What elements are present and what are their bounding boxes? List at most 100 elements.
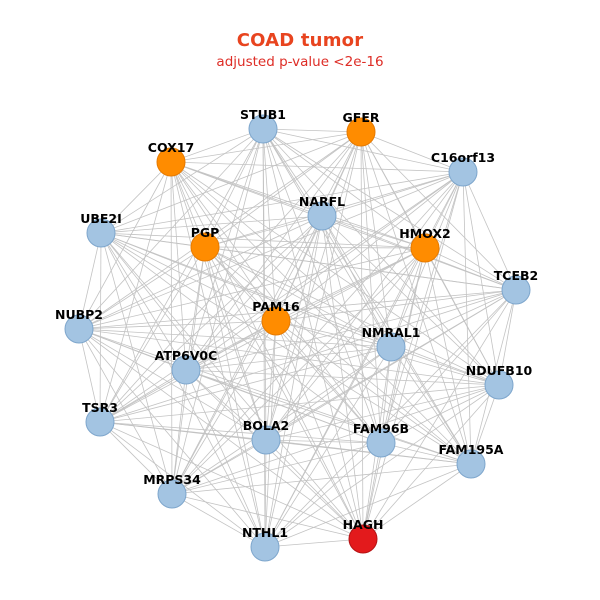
node-label-TCEB2: TCEB2 <box>494 268 538 283</box>
edge-ATP6V0C-FAM96B <box>185 369 382 444</box>
edge-FAM195A-MRPS34 <box>171 463 472 495</box>
edge-GFER-TSR3 <box>99 131 362 423</box>
node-label-PGP: PGP <box>191 225 220 240</box>
edge-C16orf13-BOLA2 <box>265 171 464 441</box>
edge-STUB1-FAM195A <box>262 128 472 465</box>
edge-NUBP2-TSR3 <box>78 328 101 423</box>
edge-FAM96B-HAGH <box>362 442 382 540</box>
edge-STUB1-PAM16 <box>262 128 277 322</box>
edge-NUBP2-NTHL1 <box>78 328 266 548</box>
edge-GFER-C16orf13 <box>360 131 464 173</box>
edge-TCEB2-ATP6V0C <box>185 289 517 371</box>
edge-ATP6V0C-MRPS34 <box>171 369 187 495</box>
edge-NDUFB10-FAM96B <box>380 384 500 444</box>
edge-NUBP2-PAM16 <box>78 320 277 330</box>
node-COX17 <box>156 147 186 177</box>
edge-NARFL-NTHL1 <box>264 215 323 548</box>
edge-GFER-NUBP2 <box>78 131 362 330</box>
node-label-HMOX2: HMOX2 <box>399 226 450 241</box>
edge-PGP-HMOX2 <box>204 246 426 249</box>
node-label-FAM96B: FAM96B <box>353 421 409 436</box>
edge-COX17-HMOX2 <box>170 161 426 249</box>
node-TSR3 <box>85 407 115 437</box>
edge-GFER-FAM96B <box>360 131 382 444</box>
edge-ATP6V0C-FAM195A <box>185 369 472 465</box>
edge-TSR3-HAGH <box>99 421 364 540</box>
edge-STUB1-NTHL1 <box>262 128 266 548</box>
edge-BOLA2-MRPS34 <box>171 439 267 495</box>
edge-MRPS34-NTHL1 <box>171 493 266 548</box>
edge-TCEB2-MRPS34 <box>171 289 517 495</box>
edge-NTHL1-HAGH <box>264 538 364 548</box>
edge-NARFL-HMOX2 <box>321 215 426 249</box>
node-PAM16 <box>261 306 291 336</box>
node-STUB1 <box>248 114 278 144</box>
edge-GFER-ATP6V0C <box>185 131 362 371</box>
edge-NARFL-UBE2I <box>100 215 323 234</box>
edge-STUB1-FAM96B <box>262 128 382 444</box>
node-label-C16orf13: C16orf13 <box>431 150 495 165</box>
edge-UBE2I-ATP6V0C <box>100 232 187 371</box>
edge-STUB1-TSR3 <box>99 128 264 423</box>
edge-C16orf13-PAM16 <box>275 171 464 322</box>
edge-NARFL-TSR3 <box>99 215 323 423</box>
node-label-HAGH: HAGH <box>343 517 384 532</box>
edge-NUBP2-NMRAL1 <box>78 328 392 348</box>
edge-NUBP2-HAGH <box>78 328 364 540</box>
node-label-STUB1: STUB1 <box>240 107 286 122</box>
edge-PGP-NMRAL1 <box>204 246 392 348</box>
edge-PAM16-MRPS34 <box>171 320 277 495</box>
node-label-PAM16: PAM16 <box>252 299 300 314</box>
edge-UBE2I-NTHL1 <box>100 232 266 548</box>
edge-GFER-COX17 <box>170 131 362 163</box>
edge-ATP6V0C-NTHL1 <box>185 369 266 548</box>
edge-NMRAL1-TSR3 <box>99 346 392 423</box>
edge-NARFL-BOLA2 <box>265 215 323 441</box>
node-NARFL <box>307 201 337 231</box>
edge-HMOX2-NUBP2 <box>78 247 426 330</box>
edge-STUB1-GFER <box>262 128 362 133</box>
edge-UBE2I-HAGH <box>100 232 364 540</box>
edge-NMRAL1-NDUFB10 <box>390 346 500 386</box>
edge-ATP6V0C-HAGH <box>185 369 364 540</box>
edge-ATP6V0C-NDUFB10 <box>185 369 500 386</box>
node-label-FAM195A: FAM195A <box>439 442 504 457</box>
edge-FAM96B-NTHL1 <box>264 442 382 548</box>
edge-BOLA2-NTHL1 <box>264 439 267 548</box>
node-NUBP2 <box>64 314 94 344</box>
edge-GFER-NMRAL1 <box>360 131 392 348</box>
edge-COX17-FAM195A <box>170 161 472 465</box>
edge-PAM16-NMRAL1 <box>275 320 392 348</box>
node-label-NTHL1: NTHL1 <box>242 525 288 540</box>
edge-NUBP2-MRPS34 <box>78 328 173 495</box>
edge-COX17-TCEB2 <box>170 161 517 291</box>
edge-NDUFB10-TSR3 <box>99 384 500 423</box>
node-FAM195A <box>456 449 486 479</box>
edge-C16orf13-ATP6V0C <box>185 171 464 371</box>
edge-STUB1-HAGH <box>262 128 364 540</box>
edge-PGP-HAGH <box>204 246 364 540</box>
edge-PAM16-BOLA2 <box>265 320 277 441</box>
edge-NMRAL1-FAM195A <box>390 346 472 465</box>
edge-ATP6V0C-TSR3 <box>99 369 187 423</box>
edge-NDUFB10-BOLA2 <box>265 384 500 441</box>
node-label-COX17: COX17 <box>148 140 194 155</box>
node-PGP <box>190 232 220 262</box>
node-label-NDUFB10: NDUFB10 <box>466 363 533 378</box>
edge-TSR3-FAM96B <box>99 421 382 444</box>
node-label-ATP6V0C: ATP6V0C <box>155 348 218 363</box>
edge-PGP-NUBP2 <box>78 246 206 330</box>
edge-PGP-FAM195A <box>204 246 472 465</box>
node-UBE2I <box>86 218 116 248</box>
edge-STUB1-TCEB2 <box>262 128 517 291</box>
edge-GFER-FAM195A <box>360 131 472 465</box>
edge-HMOX2-NMRAL1 <box>390 247 426 348</box>
edge-C16orf13-HAGH <box>362 171 464 540</box>
edge-NMRAL1-ATP6V0C <box>185 346 392 371</box>
edge-C16orf13-NARFL <box>321 171 464 217</box>
edge-NUBP2-BOLA2 <box>78 328 267 441</box>
edge-COX17-MRPS34 <box>170 161 173 495</box>
node-label-NARFL: NARFL <box>299 194 345 209</box>
